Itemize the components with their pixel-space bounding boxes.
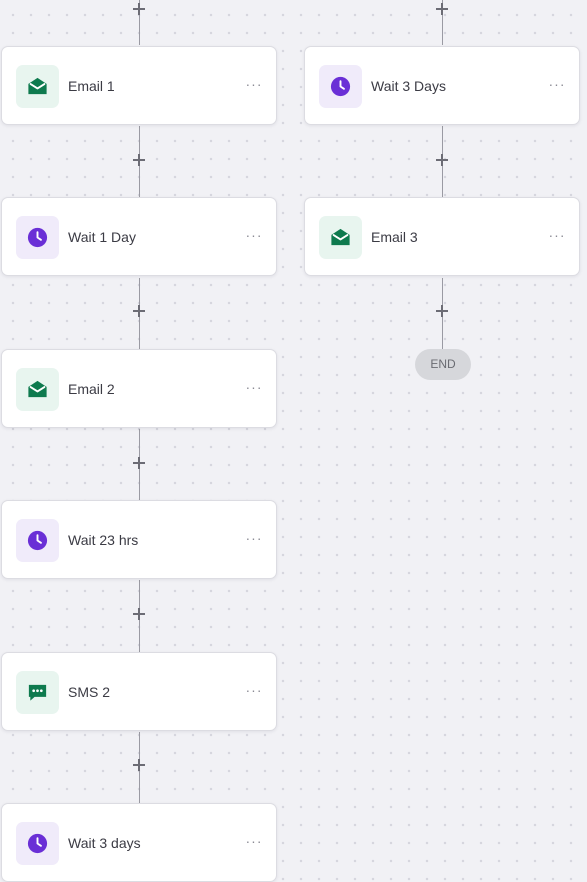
more-options-icon[interactable]: ··· [245, 682, 263, 698]
step-card-email[interactable]: Email 3 ··· [304, 197, 580, 276]
step-card-label: Wait 23 hrs [68, 532, 139, 548]
add-step-plus-icon[interactable] [132, 2, 146, 16]
step-card-wait[interactable]: Wait 3 Days ··· [304, 46, 580, 125]
more-options-icon[interactable]: ··· [245, 833, 263, 849]
envelope-open-icon [319, 216, 362, 259]
step-card-wait[interactable]: Wait 3 days ··· [1, 803, 277, 882]
add-step-plus-icon[interactable] [132, 304, 146, 318]
step-card-label: Wait 1 Day [68, 229, 136, 245]
step-card-wait[interactable]: Wait 23 hrs ··· [1, 500, 277, 579]
more-options-icon[interactable]: ··· [548, 76, 566, 92]
add-step-plus-icon[interactable] [132, 153, 146, 167]
step-card-label: Email 3 [371, 229, 418, 245]
clock-icon [16, 519, 59, 562]
step-card-label: Email 2 [68, 381, 115, 397]
step-card-sms[interactable]: SMS 2 ··· [1, 652, 277, 731]
add-step-plus-icon[interactable] [132, 758, 146, 772]
clock-icon [16, 822, 59, 865]
step-card-label: SMS 2 [68, 684, 111, 700]
envelope-open-icon [16, 65, 59, 108]
end-node: END [415, 349, 471, 380]
step-card-wait[interactable]: Wait 1 Day ··· [1, 197, 277, 276]
step-card-email[interactable]: Email 1 ··· [1, 46, 277, 125]
step-card-label: Wait 3 days [68, 835, 141, 851]
more-options-icon[interactable]: ··· [548, 227, 566, 243]
step-card-label: Email 1 [68, 78, 115, 94]
step-card-label: Wait 3 Days [371, 78, 446, 94]
chat-bubble-icon [16, 671, 59, 714]
add-step-plus-icon[interactable] [132, 456, 146, 470]
add-step-plus-icon[interactable] [132, 607, 146, 621]
step-card-email[interactable]: Email 2 ··· [1, 349, 277, 428]
more-options-icon[interactable]: ··· [245, 379, 263, 395]
connector-line [442, 0, 443, 45]
envelope-open-icon [16, 368, 59, 411]
more-options-icon[interactable]: ··· [245, 227, 263, 243]
more-options-icon[interactable]: ··· [245, 76, 263, 92]
more-options-icon[interactable]: ··· [245, 530, 263, 546]
add-step-plus-icon[interactable] [435, 2, 449, 16]
connector-line [139, 0, 140, 45]
add-step-plus-icon[interactable] [435, 153, 449, 167]
clock-icon [319, 65, 362, 108]
clock-icon [16, 216, 59, 259]
add-step-plus-icon[interactable] [435, 304, 449, 318]
